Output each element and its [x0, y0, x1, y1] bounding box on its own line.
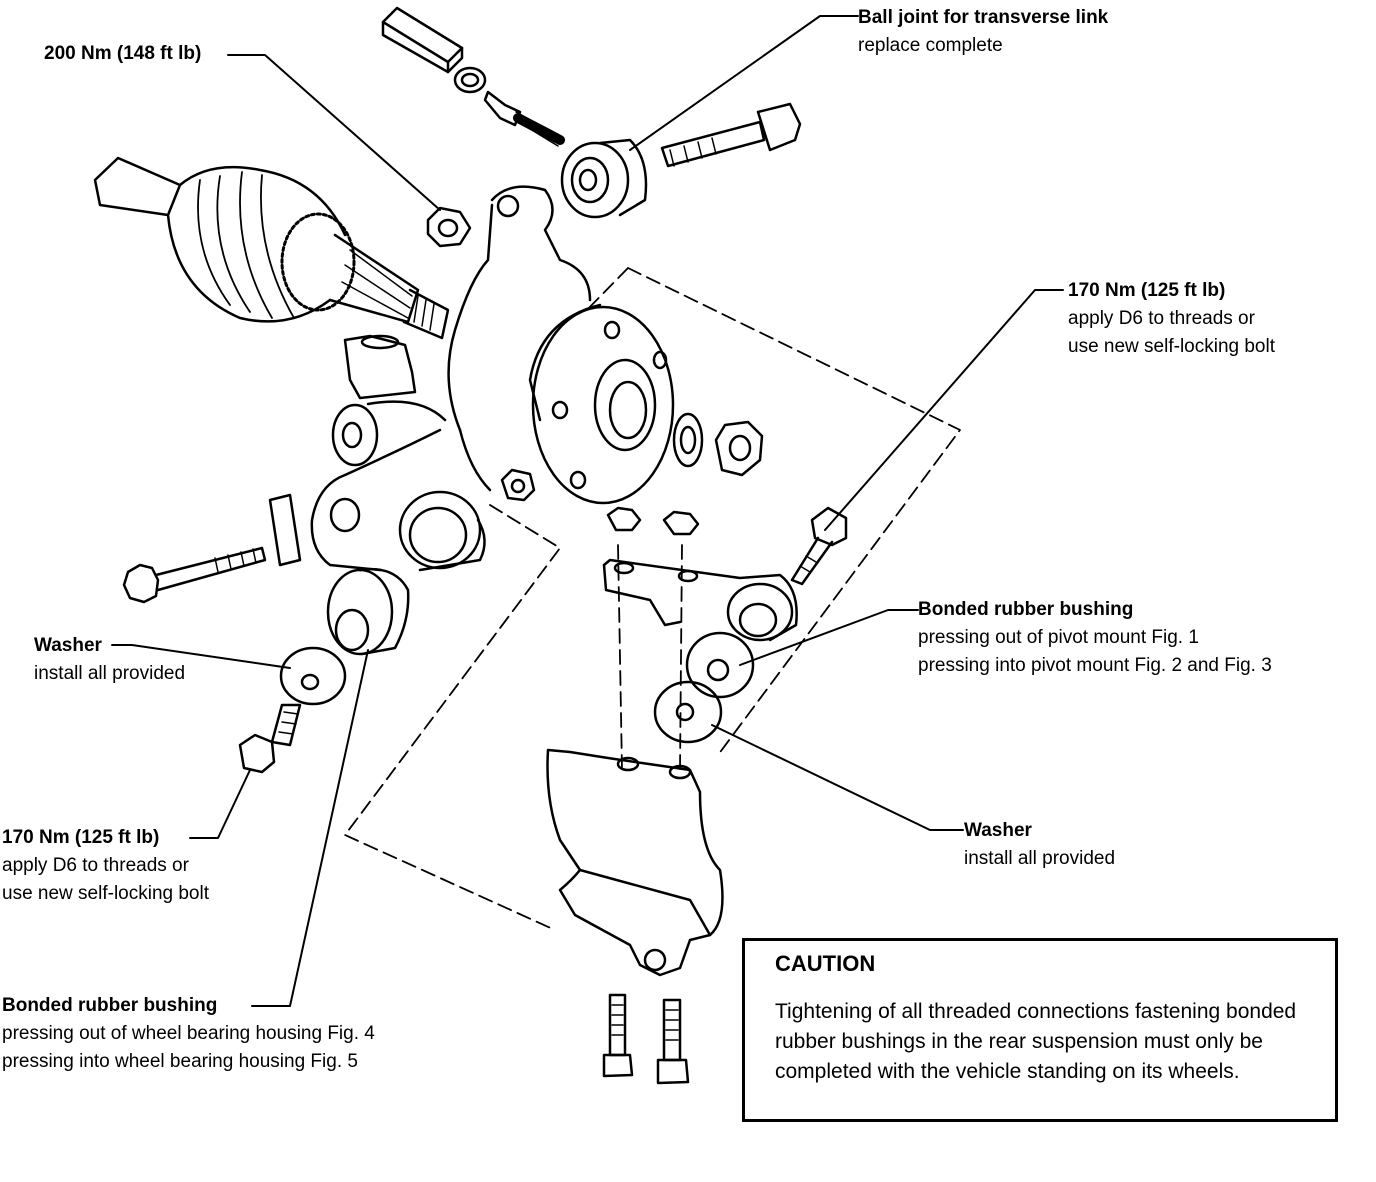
- bushing-pivot-title: Bonded rubber bushing: [918, 599, 1134, 620]
- assembly-dash-lines: [344, 267, 961, 931]
- bottom-bolts: [602, 993, 690, 1085]
- bushing-pivot-part: [685, 631, 755, 699]
- hex-spacer-rod: [381, 6, 565, 147]
- washer-right-title: Washer: [964, 820, 1032, 841]
- long-bolt-left: [122, 493, 302, 604]
- bolt-right-angled: [790, 506, 848, 586]
- torque-200-title: 200 Nm (148 ft lb): [44, 43, 202, 64]
- torque-170-left-note2: use new self-locking bolt: [2, 883, 209, 904]
- pivot-mount: [602, 558, 798, 642]
- wheel-hub: [528, 303, 675, 505]
- ball-joint-bolt: [660, 102, 802, 168]
- washer-left-note: install all provided: [34, 663, 186, 684]
- bushing-housing-note2: pressing into wheel bearing housing Fig.…: [2, 1051, 358, 1072]
- leader-lines: [111, 15, 1064, 1007]
- lower-mount-bracket: [546, 748, 724, 977]
- torque-170-right-note1: apply D6 to threads or: [1068, 308, 1255, 329]
- drive-shaft: [93, 156, 450, 340]
- bushing-housing-title: Bonded rubber bushing: [2, 995, 218, 1016]
- washer-left-title: Washer: [34, 635, 102, 656]
- bushing-housing-side: [326, 567, 410, 656]
- ball-joint-note: replace complete: [858, 35, 1003, 56]
- bushing-pivot-note2: pressing into pivot mount Fig. 2 and Fig…: [918, 655, 1272, 676]
- ball-joint-title: Ball joint for transverse link: [858, 7, 1109, 28]
- label-bushing-pivot: Bonded rubber bushing pressing out of pi…: [918, 596, 1272, 680]
- housing-bracket: [331, 334, 447, 467]
- washer-right-note: install all provided: [964, 848, 1116, 869]
- washer-left: [279, 646, 347, 706]
- label-ball-joint: Ball joint for transverse link replace c…: [858, 4, 1108, 60]
- label-washer-left: Washer install all provided: [34, 632, 185, 688]
- label-torque-170nm-left: 170 Nm (125 ft lb) apply D6 to threads o…: [2, 824, 209, 908]
- label-washer-right: Washer install all provided: [964, 817, 1115, 873]
- bushing-pivot-note1: pressing out of pivot mount Fig. 1: [918, 627, 1199, 648]
- wheel-bearing-housing: [310, 185, 592, 572]
- torque-170-left-title: 170 Nm (125 ft lb): [2, 827, 160, 848]
- label-torque-170nm-right: 170 Nm (125 ft lb) apply D6 to threads o…: [1068, 277, 1275, 361]
- label-torque-200nm: 200 Nm (148 ft lb): [44, 40, 201, 68]
- ball-joint: [560, 138, 648, 219]
- caution-box: CAUTION Tightening of all threaded conne…: [742, 938, 1338, 1122]
- torque-170-left-note1: apply D6 to threads or: [2, 855, 189, 876]
- caution-text: Tightening of all threaded connections f…: [775, 1000, 1297, 1083]
- label-bushing-housing: Bonded rubber bushing pressing out of wh…: [2, 992, 375, 1076]
- torque-170-right-note2: use new self-locking bolt: [1068, 336, 1275, 357]
- hub-washer-nut: [672, 412, 764, 477]
- hex-nut-small: [500, 468, 536, 502]
- bolt-lower-left: [238, 703, 302, 774]
- pivot-mount-bolts: [606, 506, 700, 536]
- hex-nut-upper: [426, 206, 472, 248]
- washer-right: [653, 680, 723, 744]
- bushing-housing-note1: pressing out of wheel bearing housing Fi…: [2, 1023, 375, 1044]
- torque-170-right-title: 170 Nm (125 ft lb): [1068, 280, 1226, 301]
- caution-title: CAUTION: [775, 951, 876, 976]
